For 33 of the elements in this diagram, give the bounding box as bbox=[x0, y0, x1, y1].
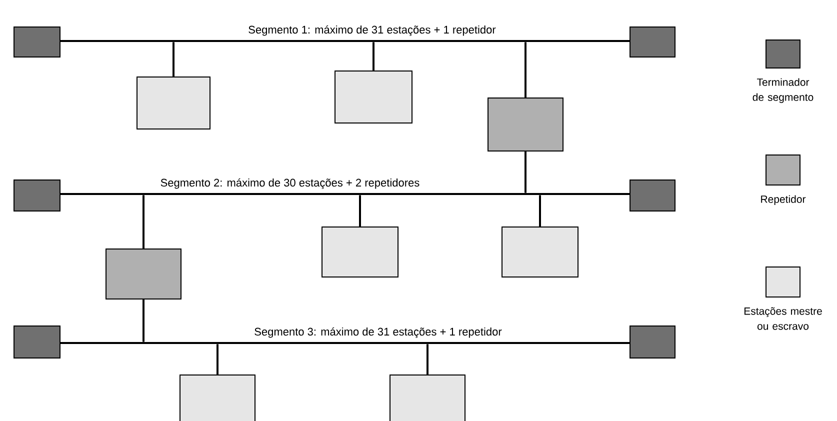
bus-line bbox=[60, 40, 630, 42]
connector-line bbox=[142, 195, 144, 248]
terminator-box bbox=[630, 326, 676, 358]
repeater-box bbox=[106, 248, 182, 300]
legend-label: Estações mestre ou escravo bbox=[744, 307, 822, 330]
segment-label: Segmento 3: máximo de 31 estações + 1 repetidor bbox=[254, 327, 502, 338]
segment-label: Segmento 2: máximo de 30 estações + 2 repetidores bbox=[160, 178, 420, 189]
connector-line bbox=[172, 42, 174, 76]
connector-line bbox=[426, 344, 428, 374]
station-box bbox=[502, 226, 578, 278]
station-box bbox=[334, 70, 412, 124]
station-box bbox=[136, 76, 210, 130]
station-box bbox=[322, 226, 398, 278]
connector-line bbox=[524, 152, 526, 193]
connector-line bbox=[524, 42, 526, 98]
legend-label: Repetidor bbox=[761, 195, 806, 205]
terminator-box bbox=[14, 26, 60, 58]
terminator-box bbox=[630, 180, 676, 212]
bus-line bbox=[60, 193, 630, 195]
terminator-box bbox=[630, 26, 676, 58]
connector-line bbox=[539, 195, 541, 226]
terminator-box bbox=[14, 326, 60, 358]
segment-label: Segmento 1: máximo de 31 estações + 1 repetidor bbox=[248, 25, 496, 36]
terminator-box bbox=[14, 180, 60, 212]
connector-line bbox=[359, 195, 361, 226]
station-box bbox=[180, 374, 256, 421]
connector-line bbox=[142, 300, 144, 342]
legend-label: Terminador de segmento bbox=[752, 78, 814, 103]
station-box bbox=[390, 374, 466, 421]
connector-line bbox=[372, 42, 374, 70]
repeater-box bbox=[488, 98, 564, 152]
bus-line bbox=[60, 342, 630, 344]
connector-line bbox=[216, 344, 218, 374]
